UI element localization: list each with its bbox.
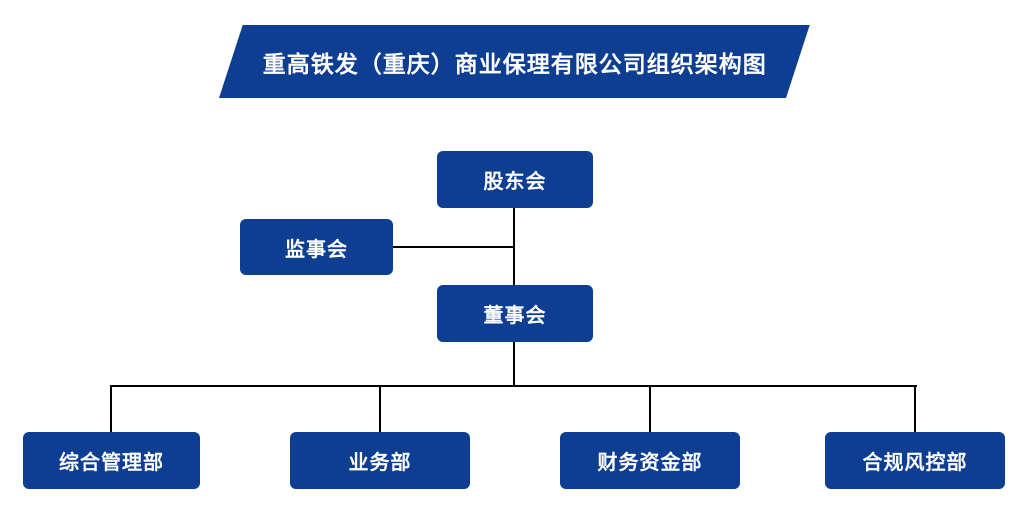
node-board-of-directors: 董事会 bbox=[437, 285, 593, 342]
node-supervisory-board: 监事会 bbox=[240, 219, 393, 275]
node-compliance-risk-dept: 合规风控部 bbox=[825, 432, 1005, 489]
connector-departments-bus bbox=[110, 385, 917, 387]
node-finance-treasury-dept: 财务资金部 bbox=[560, 432, 740, 489]
chart-title: 重高铁发（重庆）商业保理有限公司组织架构图 bbox=[262, 51, 767, 78]
title-banner: 重高铁发（重庆）商业保理有限公司组织架构图 bbox=[219, 25, 810, 98]
connector-drop-compliance-risk bbox=[914, 385, 916, 433]
connector-shareholders-to-board bbox=[513, 208, 515, 286]
connector-supervisory-branch bbox=[393, 246, 514, 248]
node-business-dept: 业务部 bbox=[290, 432, 470, 489]
connector-drop-finance-treasury bbox=[649, 385, 651, 433]
connector-board-to-bus bbox=[513, 342, 515, 386]
connector-drop-business bbox=[379, 385, 381, 433]
node-shareholders-meeting: 股东会 bbox=[437, 151, 593, 208]
node-general-management-dept: 综合管理部 bbox=[23, 432, 200, 489]
connector-drop-general-management bbox=[110, 385, 112, 433]
